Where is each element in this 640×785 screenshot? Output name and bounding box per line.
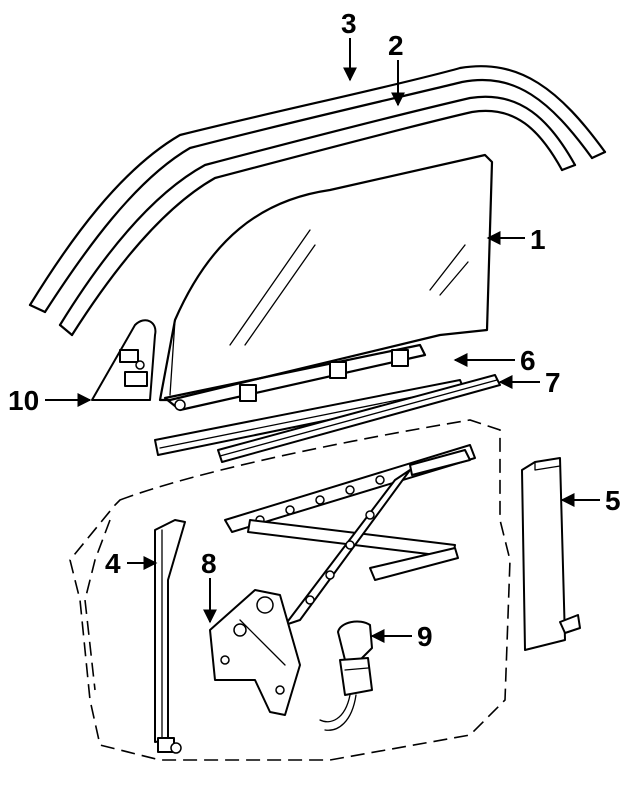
- callout-label-7: 7: [545, 367, 561, 398]
- door-outline: [69, 419, 511, 761]
- roof-rail-weatherstrip-inner: [58, 95, 577, 337]
- callout-label-1: 1: [530, 224, 546, 255]
- callout-6: 6: [453, 345, 536, 376]
- window-regulator: [209, 444, 476, 716]
- roof-rail-weatherstrip-outer: [28, 65, 607, 314]
- callout-10: 10: [8, 385, 92, 416]
- door-glass: [158, 153, 494, 412]
- callout-label-8: 8: [201, 548, 217, 579]
- callout-4: 4: [105, 548, 158, 579]
- callout-8: 8: [201, 548, 217, 624]
- front-run-channel: [154, 519, 186, 754]
- callout-9: 9: [370, 621, 433, 652]
- callout-1: 1: [486, 224, 546, 255]
- callout-label-9: 9: [417, 621, 433, 652]
- front-bracket: [91, 319, 157, 401]
- callout-label-2: 2: [388, 30, 404, 61]
- callout-2: 2: [388, 30, 405, 107]
- callout-label-3: 3: [341, 8, 357, 39]
- callout-label-6: 6: [520, 345, 536, 376]
- callout-3: 3: [341, 8, 357, 82]
- regulator-motor: [319, 620, 373, 731]
- callout-7: 7: [498, 367, 561, 398]
- rear-run-channel: [521, 457, 581, 651]
- callout-label-4: 4: [105, 548, 121, 579]
- callout-label-5: 5: [605, 485, 621, 516]
- callout-label-10: 10: [8, 385, 39, 416]
- arm-holes: [305, 510, 375, 605]
- callout-5: 5: [560, 485, 621, 516]
